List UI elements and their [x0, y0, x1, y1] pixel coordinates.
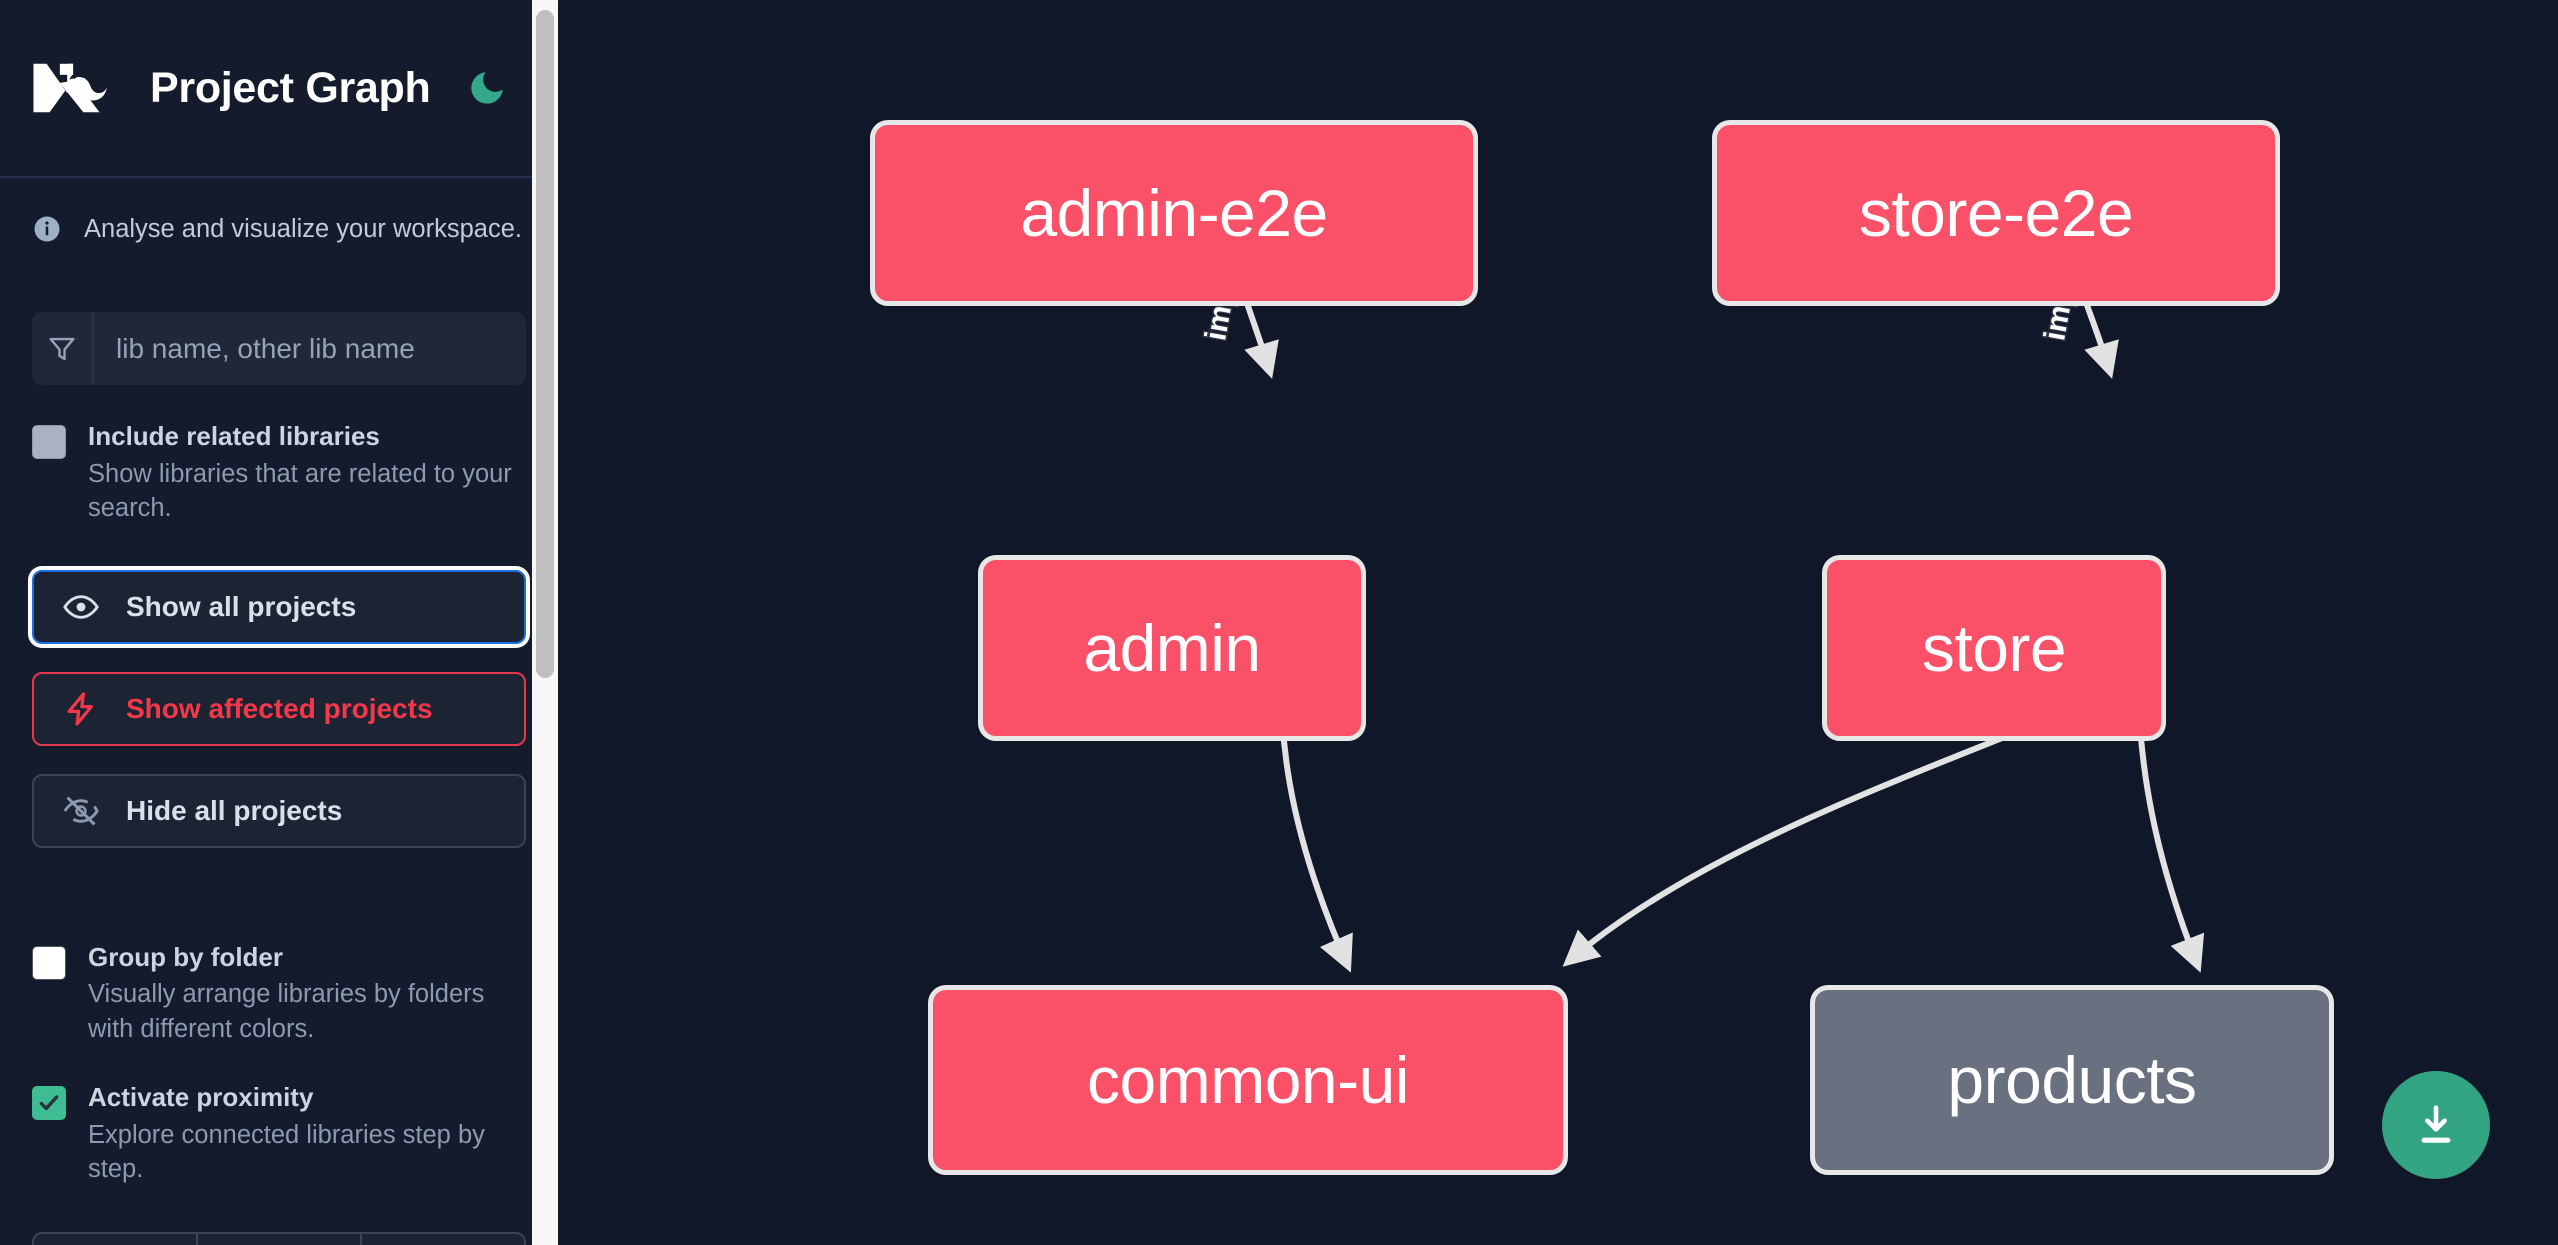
proximity-step-control[interactable] — [32, 1232, 526, 1245]
graph-node-admin-e2e[interactable]: admin-e2e — [870, 120, 1478, 306]
graph-node-admin[interactable]: admin — [978, 555, 1366, 741]
graph-node-products[interactable]: products — [1810, 985, 2334, 1175]
option-description: Visually arrange libraries by folders wi… — [88, 980, 485, 1043]
graph-node-store[interactable]: store — [1822, 555, 2166, 741]
sidebar-spacer — [0, 876, 558, 906]
filter-funnel-icon[interactable] — [32, 312, 94, 385]
lightning-bolt-icon — [67, 691, 93, 726]
checkmark-icon — [39, 1095, 59, 1111]
graph-node-label: common-ui — [1087, 1043, 1409, 1117]
option-description: Explore connected libraries step by step… — [88, 1120, 485, 1184]
graph-canvas[interactable]: implicit implicit admin-e2e store-e2e ad… — [558, 0, 2558, 1245]
graph-node-label: admin-e2e — [1020, 176, 1328, 250]
activate-proximity-text: Activate proximity Explore connected lib… — [88, 1082, 518, 1187]
sidebar-content: Project Graph Analyse and visualize your… — [0, 0, 558, 1245]
sidebar-scrollbar-thumb[interactable] — [536, 10, 554, 678]
hide-all-projects-label: Hide all projects — [126, 794, 343, 826]
page-title: Project Graph — [150, 63, 431, 112]
graph-node-label: admin — [1083, 611, 1261, 685]
show-all-projects-button[interactable]: Show all projects — [32, 569, 526, 644]
option-include-related-libraries[interactable]: Include related libraries Show libraries… — [0, 421, 558, 526]
show-affected-projects-button[interactable]: Show affected projects — [32, 671, 526, 746]
activate-proximity-checkbox[interactable] — [32, 1086, 66, 1121]
proximity-step-decrease[interactable] — [34, 1234, 198, 1245]
group-by-folder-text: Group by folder Visually arrange librari… — [88, 942, 518, 1047]
filter-funnel-icon-glyph — [49, 337, 75, 360]
option-description: Show libraries that are related to your … — [88, 459, 512, 523]
graph-node-common-ui[interactable]: common-ui — [928, 985, 1568, 1175]
moon-icon[interactable] — [464, 65, 510, 111]
sidebar-scrollbar[interactable] — [532, 0, 558, 1245]
action-button-group: Show all projects Show affected projects… — [32, 569, 526, 848]
proximity-step-value[interactable] — [198, 1234, 362, 1245]
include-related-libraries-checkbox[interactable] — [32, 425, 66, 459]
include-related-libraries-text: Include related libraries Show libraries… — [88, 421, 518, 526]
search-input[interactable] — [94, 312, 526, 385]
hide-all-projects-button[interactable]: Hide all projects — [32, 773, 526, 848]
option-title: Include related libraries — [88, 421, 380, 451]
option-title: Activate proximity — [88, 1082, 314, 1113]
eye-off-icon — [63, 795, 99, 826]
eye-icon — [63, 594, 99, 619]
sidebar: Project Graph Analyse and visualize your… — [0, 0, 558, 1245]
sidebar-subtitle: Analyse and visualize your workspace. — [0, 178, 558, 244]
graph-node-label: store — [1921, 611, 2067, 685]
graph-node-store-e2e[interactable]: store-e2e — [1712, 120, 2280, 306]
moon-icon-glyph — [471, 72, 504, 104]
sidebar-subtitle-text: Analyse and visualize your workspace. — [84, 214, 522, 243]
download-icon — [2421, 1105, 2451, 1143]
option-group-by-folder[interactable]: Group by folder Visually arrange librari… — [0, 942, 558, 1047]
option-activate-proximity[interactable]: Activate proximity Explore connected lib… — [0, 1082, 558, 1187]
info-icon — [34, 216, 60, 242]
proximity-step-increase[interactable] — [362, 1234, 524, 1245]
download-graph-button[interactable] — [2382, 1071, 2490, 1179]
option-title: Group by folder — [88, 941, 283, 972]
show-all-projects-label: Show all projects — [126, 590, 357, 622]
nx-logo — [33, 63, 107, 113]
show-affected-projects-label: Show affected projects — [126, 692, 433, 724]
graph-node-label: store-e2e — [1858, 176, 2134, 250]
sidebar-header: Project Graph — [0, 0, 558, 178]
filter-bar — [32, 312, 526, 385]
graph-node-label: products — [1947, 1043, 2197, 1117]
group-by-folder-checkbox[interactable] — [32, 945, 66, 980]
